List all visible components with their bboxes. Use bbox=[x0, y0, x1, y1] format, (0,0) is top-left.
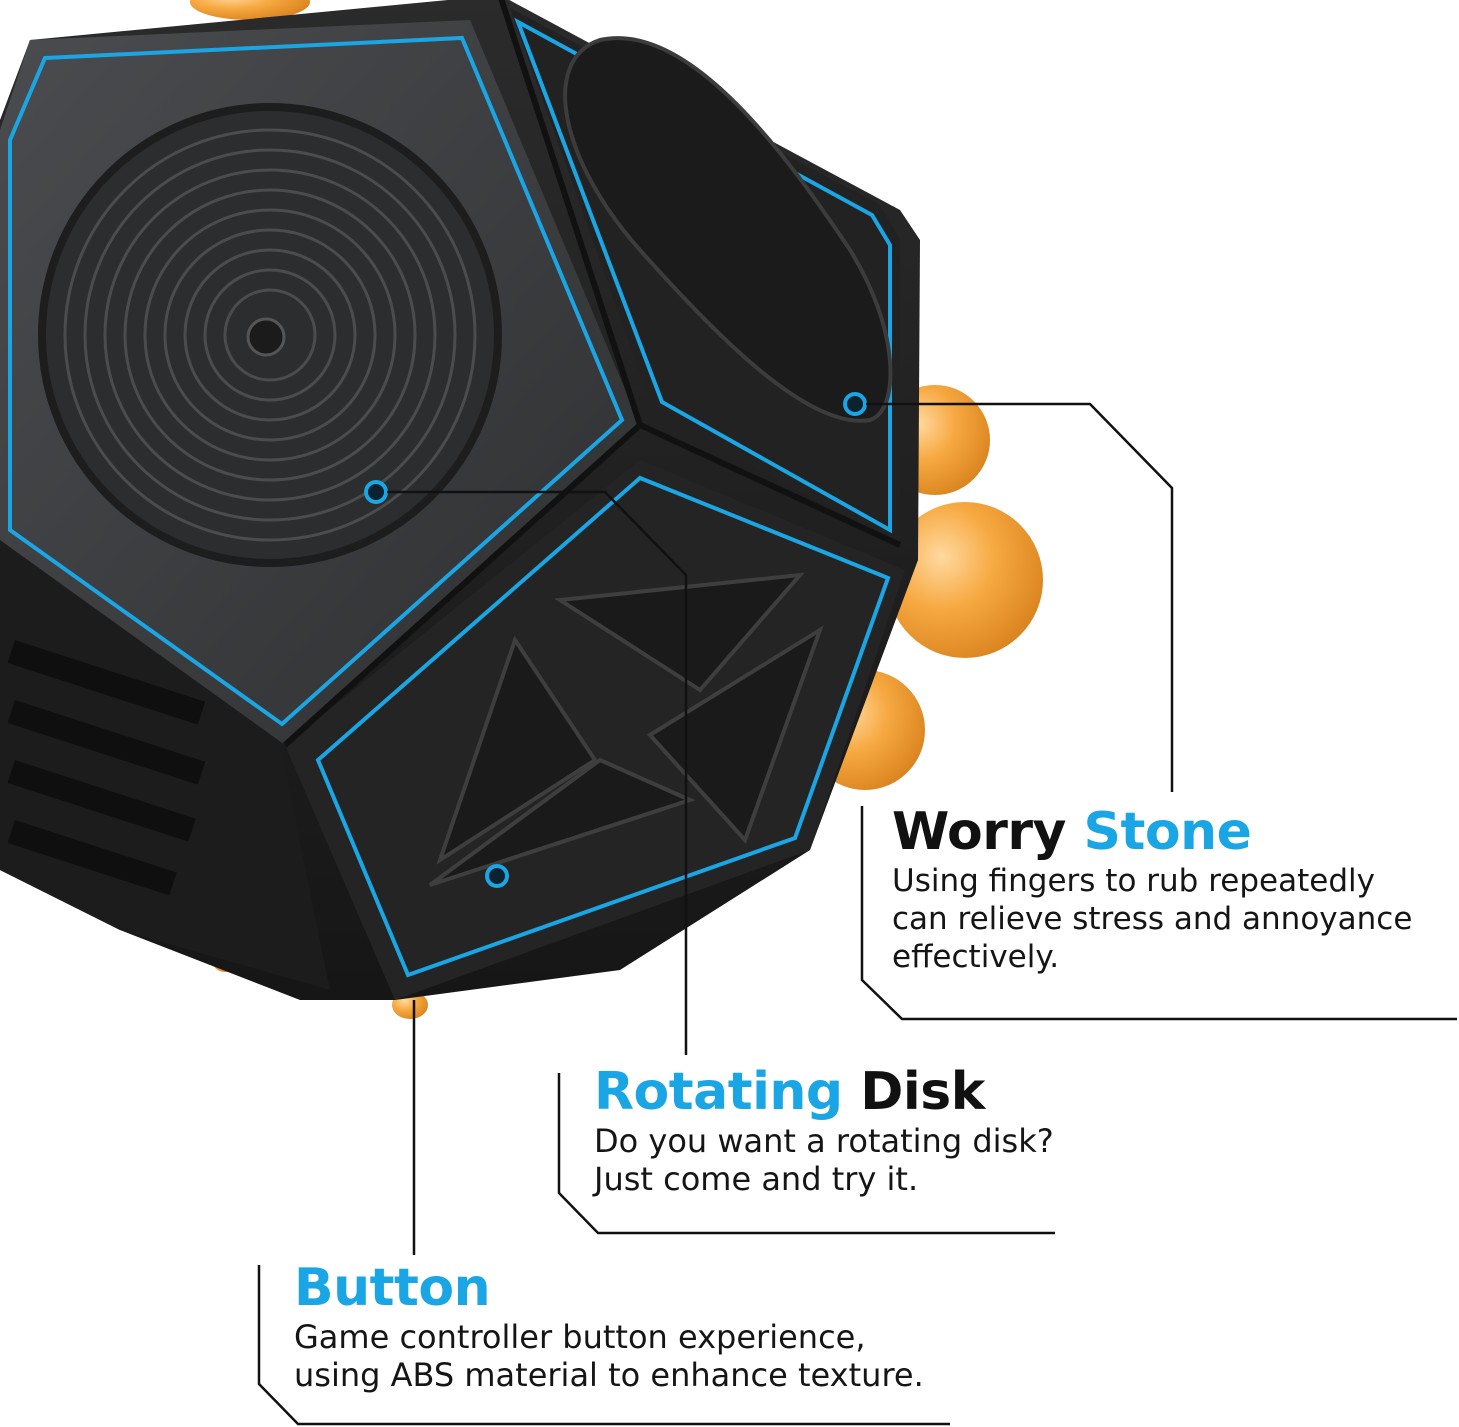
description-line: Game controller button experience, bbox=[294, 1318, 866, 1356]
marker-rotating-disk bbox=[364, 480, 388, 504]
callout-description-worry-stone: Using fingers to rub repeatedly can reli… bbox=[892, 862, 1452, 976]
title-word-blue: Stone bbox=[1083, 802, 1252, 862]
callout-title-button: Button bbox=[294, 1258, 994, 1318]
marker-worry-stone bbox=[843, 392, 867, 416]
title-word-dark: Worry bbox=[892, 802, 1066, 862]
bracket-rotating-disk bbox=[557, 1073, 1055, 1235]
disk-rings bbox=[63, 128, 477, 542]
callout-title-worry-stone: Worry Stone bbox=[892, 802, 1452, 862]
callout-button: Button Game controller button experience… bbox=[294, 1258, 994, 1394]
title-word-blue: Button bbox=[294, 1258, 491, 1318]
bracket-button bbox=[257, 1265, 950, 1426]
bracket-worry-stone bbox=[860, 806, 1457, 1021]
button-face bbox=[285, 460, 905, 1000]
description-line: using ABS material to enhance texture. bbox=[294, 1356, 924, 1394]
callout-brackets bbox=[257, 806, 1457, 1426]
callout-title-rotating-disk: Rotating Disk bbox=[594, 1062, 1114, 1122]
marker-button bbox=[485, 864, 509, 888]
face-edges bbox=[282, 0, 902, 748]
description-line: effectively. bbox=[892, 939, 1060, 975]
description-line: can relieve stress and annoyance bbox=[892, 901, 1413, 937]
callout-description-rotating-disk: Do you want a rotating disk? Just come a… bbox=[594, 1122, 1114, 1198]
worry-stone-face bbox=[510, 8, 900, 545]
callout-markers bbox=[364, 392, 867, 888]
description-line: Just come and try it. bbox=[594, 1160, 919, 1198]
callout-rotating-disk: Rotating Disk Do you want a rotating dis… bbox=[594, 1062, 1114, 1198]
callout-worry-stone: Worry Stone Using fingers to rub repeate… bbox=[892, 802, 1452, 976]
title-word-blue: Rotating bbox=[594, 1062, 843, 1122]
description-line: Using fingers to rub repeatedly bbox=[892, 863, 1375, 899]
side-grip-panel bbox=[0, 530, 330, 990]
rotating-disk-face bbox=[0, 20, 640, 745]
callout-description-button: Game controller button experience, using… bbox=[294, 1318, 994, 1394]
leader-line-rotating-disk bbox=[387, 490, 688, 1055]
title-word-dark: Disk bbox=[860, 1062, 985, 1122]
leader-lines bbox=[387, 402, 1174, 1255]
description-line: Do you want a rotating disk? bbox=[594, 1122, 1054, 1160]
leader-line-worry-stone bbox=[866, 402, 1174, 792]
